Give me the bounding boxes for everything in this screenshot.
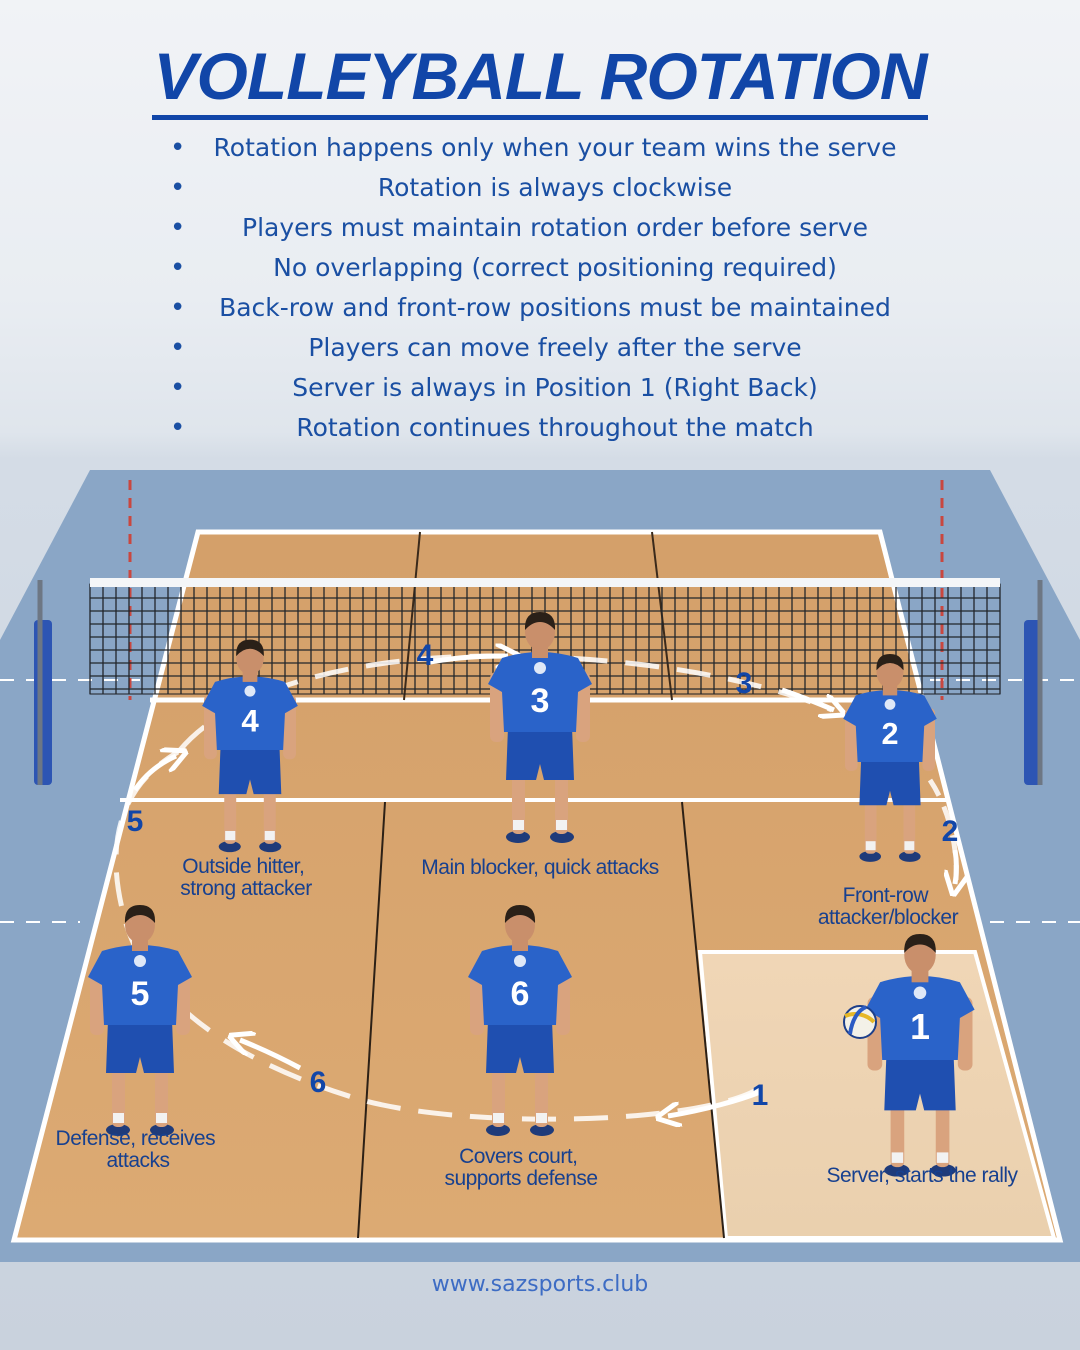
jersey-number-5: 5 [131, 975, 150, 1013]
rules-list: Rotation happens only when your team win… [170, 128, 940, 448]
rule-item: Rotation is always clockwise [170, 168, 940, 208]
role-label-6: Covers court, supports defense [444, 1145, 597, 1190]
player-2: 2 [843, 654, 937, 862]
rule-item: No overlapping (correct positioning requ… [170, 248, 940, 288]
page-title: VOLLEYBALL ROTATION [0, 38, 1080, 120]
players-layer: 1 2 3 4 5 6 [88, 612, 975, 1177]
player-6: 6 [468, 905, 572, 1136]
jersey-number-1: 1 [910, 1007, 930, 1047]
rule-item: Rotation happens only when your team win… [170, 128, 940, 168]
rule-item: Back-row and front-row positions must be… [170, 288, 940, 328]
role-label-5: Defense, receives attacks [56, 1127, 221, 1172]
rotation-number-3: 3 [736, 667, 753, 700]
rule-item: Server is always in Position 1 (Right Ba… [170, 368, 940, 408]
player-4: 4 [202, 639, 298, 853]
rule-item: Rotation continues throughout the match [170, 408, 940, 448]
rotation-number-5: 5 [127, 805, 144, 838]
jersey-number-2: 2 [881, 717, 898, 751]
role-label-2: Front-row attacker/blocker [818, 884, 959, 929]
rotation-number-4: 4 [417, 639, 434, 672]
rotation-number-1: 1 [752, 1079, 769, 1112]
volleyball-net [34, 480, 1043, 785]
rule-item: Players must maintain rotation order bef… [170, 208, 940, 248]
role-label-1: Server, starts the rally [826, 1164, 1018, 1187]
footer-website[interactable]: www.sazsports.club [431, 1272, 649, 1297]
player-3: 3 [488, 612, 592, 843]
jersey-number-4: 4 [241, 704, 259, 739]
volleyball-icon [843, 1005, 877, 1039]
jersey-number-6: 6 [511, 975, 530, 1013]
role-label-3: Main blocker, quick attacks [421, 856, 658, 879]
rotation-number-2: 2 [942, 815, 959, 848]
player-1: 1 [865, 934, 975, 1177]
player-5: 5 [88, 905, 192, 1136]
role-label-4: Outside hitter, strong attacker [180, 855, 312, 900]
rotation-number-6: 6 [310, 1066, 327, 1099]
rule-item: Players can move freely after the serve [170, 328, 940, 368]
jersey-number-3: 3 [531, 682, 550, 720]
